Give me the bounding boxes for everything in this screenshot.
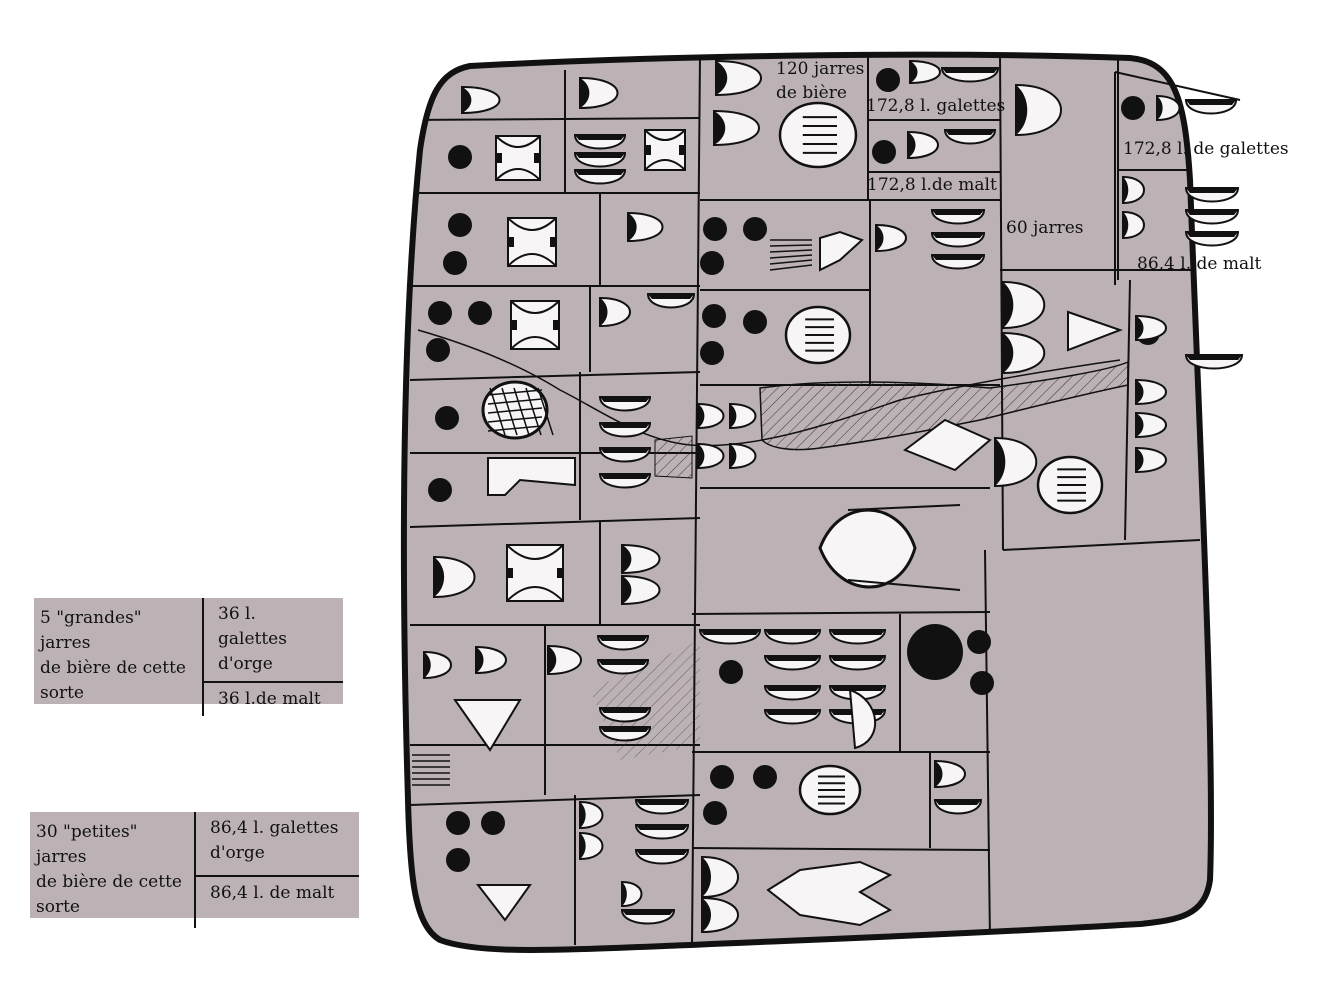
annotation-galettes-172-a: 172,8 l. galettes <box>866 95 1005 117</box>
legend-large-label: 5 "grandes" jarres de bière de cette sor… <box>34 598 204 716</box>
legend-small-label: 30 "petites" jarres de bière de cette so… <box>30 812 196 928</box>
numeral-dot <box>428 478 452 502</box>
numeral-dot <box>743 217 767 241</box>
numeral-dot <box>703 801 727 825</box>
numeral-dot <box>448 145 472 169</box>
cross-sign <box>507 545 563 601</box>
numeral-large-dot <box>907 624 963 680</box>
bowl-sign-mark <box>830 656 885 661</box>
bowl-sign-mark <box>636 800 688 805</box>
bowl-sign-mark <box>830 686 885 691</box>
numeral-dot <box>468 301 492 325</box>
cross-sign-mark <box>534 153 540 163</box>
bowl-sign-mark <box>1186 355 1242 360</box>
cross-sign-mark <box>557 568 563 578</box>
bowl-sign-mark <box>575 153 625 158</box>
numeral-dot <box>719 660 743 684</box>
legend-large-jars: 5 "grandes" jarres de bière de cette sor… <box>34 598 343 704</box>
legend-small-malt: 86,4 l. de malt <box>196 877 359 928</box>
numeral-dot <box>872 140 896 164</box>
bowl-sign-mark <box>600 474 650 479</box>
bowl-sign-mark <box>600 397 650 402</box>
legend-small-galettes: 86,4 l. galettes d'orge <box>196 812 359 877</box>
bowl-sign-mark <box>830 630 885 635</box>
bowl-sign-mark <box>942 68 998 73</box>
numeral-dot <box>970 671 994 695</box>
numeral-dot <box>743 310 767 334</box>
bowl-sign-mark <box>1186 188 1238 193</box>
bowl-sign-mark <box>932 233 984 238</box>
bowl-sign-mark <box>700 630 760 635</box>
bowl-sign-mark <box>575 170 625 175</box>
bowl-sign-mark <box>765 710 820 715</box>
annotation-malt-86: 86,4 l. de malt <box>1137 253 1261 275</box>
legend-small-jars: 30 "petites" jarres de bière de cette so… <box>30 812 359 918</box>
numeral-dot <box>876 68 900 92</box>
numeral-dot <box>481 811 505 835</box>
cross-sign-mark <box>679 145 685 155</box>
cross-sign-mark <box>508 237 514 247</box>
numeral-dot <box>703 217 727 241</box>
numeral-dot <box>426 338 450 362</box>
cross-sign-mark <box>550 237 556 247</box>
numeral-dot <box>446 811 470 835</box>
annotation-beer-jars-120: 120 jarres de bière <box>776 57 864 105</box>
bowl-sign-mark <box>636 825 688 830</box>
bowl-sign-mark <box>1186 232 1238 237</box>
numeral-dot <box>443 251 467 275</box>
bowl-sign-mark <box>600 708 650 713</box>
bowl-sign-mark <box>598 636 648 641</box>
bowl-sign-mark <box>932 210 984 215</box>
cross-sign-mark <box>553 320 559 330</box>
bowl-sign-mark <box>765 656 820 661</box>
numeral-dot <box>435 406 459 430</box>
bowl-sign-mark <box>765 630 820 635</box>
numeral-dot <box>967 630 991 654</box>
numeral-dot <box>753 765 777 789</box>
numeral-dot <box>700 251 724 275</box>
bowl-sign-mark <box>636 850 688 855</box>
bowl-sign-mark <box>600 727 650 732</box>
bowl-sign-mark <box>575 135 625 140</box>
cross-sign-mark <box>496 153 502 163</box>
bowl-sign-mark <box>765 686 820 691</box>
cross-sign-mark <box>511 320 517 330</box>
legend-large-malt: 36 l.de malt <box>204 683 343 716</box>
bowl-sign-mark <box>1186 210 1238 215</box>
numeral-dot <box>702 304 726 328</box>
bowl-sign-mark <box>598 660 648 665</box>
cross-sign-mark <box>645 145 651 155</box>
bowl-sign-mark <box>622 910 674 915</box>
bowl-sign-mark <box>600 448 650 453</box>
bowl-sign-mark <box>935 800 981 805</box>
legend-large-galettes: 36 l. galettes d'orge <box>204 598 343 683</box>
annotation-jars-60: 60 jarres <box>1006 217 1083 239</box>
numeral-dot <box>446 848 470 872</box>
bowl-sign-mark <box>932 255 984 260</box>
annotation-malt-172: 172,8 l.de malt <box>867 174 997 196</box>
bowl-sign-mark <box>600 423 650 428</box>
bowl-sign-mark <box>648 294 694 299</box>
cross-sign-mark <box>507 568 513 578</box>
numeral-dot <box>700 341 724 365</box>
numeral-dot <box>428 301 452 325</box>
numeral-dot <box>448 213 472 237</box>
numeral-dot <box>1121 96 1145 120</box>
annotation-galettes-172-b: 172,8 l. de galettes <box>1123 138 1289 160</box>
hash-line <box>770 245 812 246</box>
numeral-dot <box>710 765 734 789</box>
bowl-sign-mark <box>945 130 995 135</box>
bowl-sign-mark <box>1186 100 1236 105</box>
